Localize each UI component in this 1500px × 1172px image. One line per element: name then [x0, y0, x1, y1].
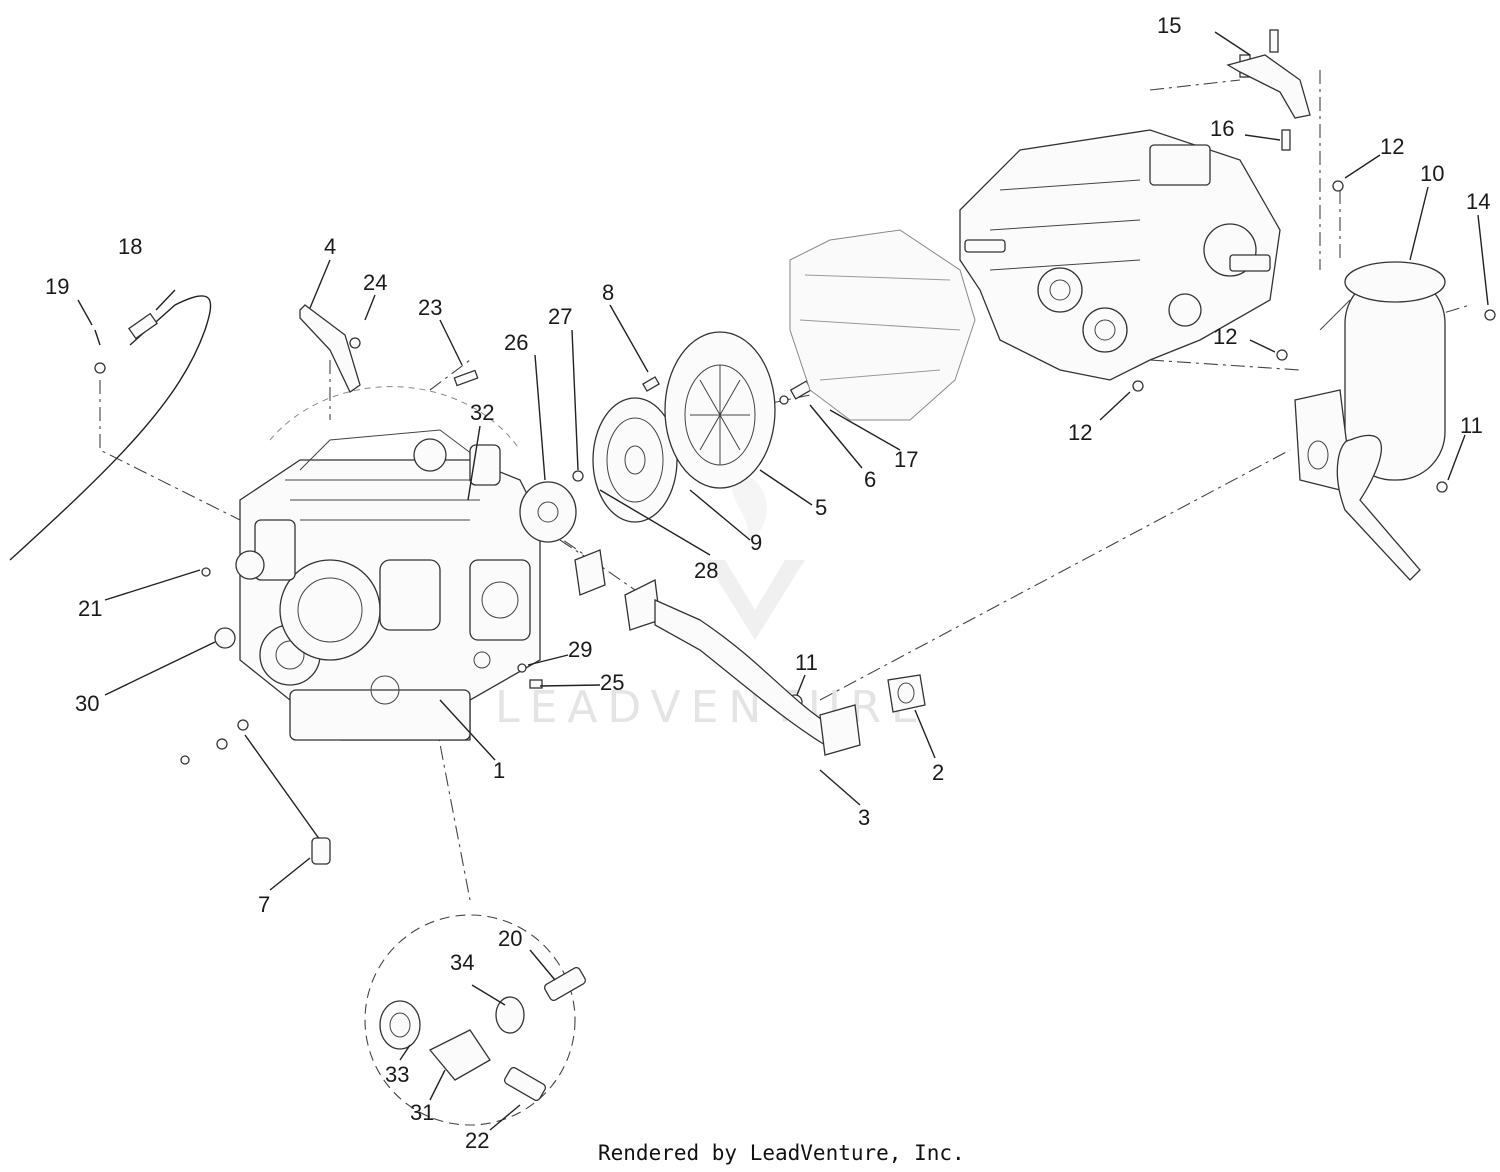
mounting-bracket [1226, 54, 1311, 119]
callout-6: 6 [864, 467, 876, 492]
callout-22: 22 [465, 1128, 489, 1153]
exhaust-pipe [574, 549, 926, 756]
callout-24: 24 [363, 270, 387, 295]
callout-27: 27 [548, 304, 572, 329]
callout-28: 28 [694, 558, 718, 583]
transaxle [959, 129, 1281, 381]
callout-23: 23 [418, 295, 442, 320]
callout-14: 14 [1466, 189, 1490, 214]
watermark-logo [705, 470, 805, 640]
callout-3: 3 [858, 805, 870, 830]
callout-32: 32 [470, 400, 494, 425]
callout-10: 10 [1420, 161, 1444, 186]
watermark-text: LEADVENTURE [495, 682, 929, 733]
callout-16: 16 [1210, 116, 1234, 141]
bell-housing [789, 229, 976, 421]
throttle-cable [9, 295, 212, 561]
callout-17: 17 [894, 447, 918, 472]
callout-2: 2 [932, 760, 944, 785]
bracket-part-4 [299, 304, 361, 393]
callout-12a: 12 [1380, 134, 1404, 159]
callout-26: 26 [504, 330, 528, 355]
callout-11b: 11 [795, 650, 818, 675]
callout-20: 20 [498, 926, 522, 951]
callout-31: 31 [410, 1100, 434, 1125]
callout-7: 7 [258, 892, 270, 917]
callout-labels: 1 2 3 4 5 6 7 8 9 10 11 11 12 12 12 14 1… [45, 13, 1490, 1153]
callout-15: 15 [1157, 13, 1181, 38]
callout-4: 4 [324, 234, 336, 259]
engine-assembly [235, 386, 541, 741]
detail-view [364, 914, 587, 1126]
callout-21: 21 [78, 596, 102, 621]
callout-12b: 12 [1213, 324, 1237, 349]
callout-8: 8 [602, 280, 614, 305]
clutch-assembly [519, 331, 776, 543]
callout-12c: 12 [1068, 420, 1092, 445]
callout-29: 29 [568, 637, 592, 662]
leader-lines [77, 31, 1489, 1131]
callout-18: 18 [118, 234, 142, 259]
callout-19: 19 [45, 274, 69, 299]
footer-credit: Rendered by LeadVenture, Inc. [598, 1141, 965, 1165]
sensor-harness [237, 719, 331, 865]
fasteners [180, 29, 1496, 765]
callout-33: 33 [385, 1062, 409, 1087]
callout-1: 1 [493, 758, 505, 783]
callout-25: 25 [600, 670, 624, 695]
callout-11a: 11 [1460, 413, 1483, 438]
callout-30: 30 [75, 691, 99, 716]
callout-9: 9 [750, 530, 762, 555]
callout-34: 34 [450, 950, 474, 975]
callout-5: 5 [815, 495, 827, 520]
muffler [1294, 261, 1446, 581]
